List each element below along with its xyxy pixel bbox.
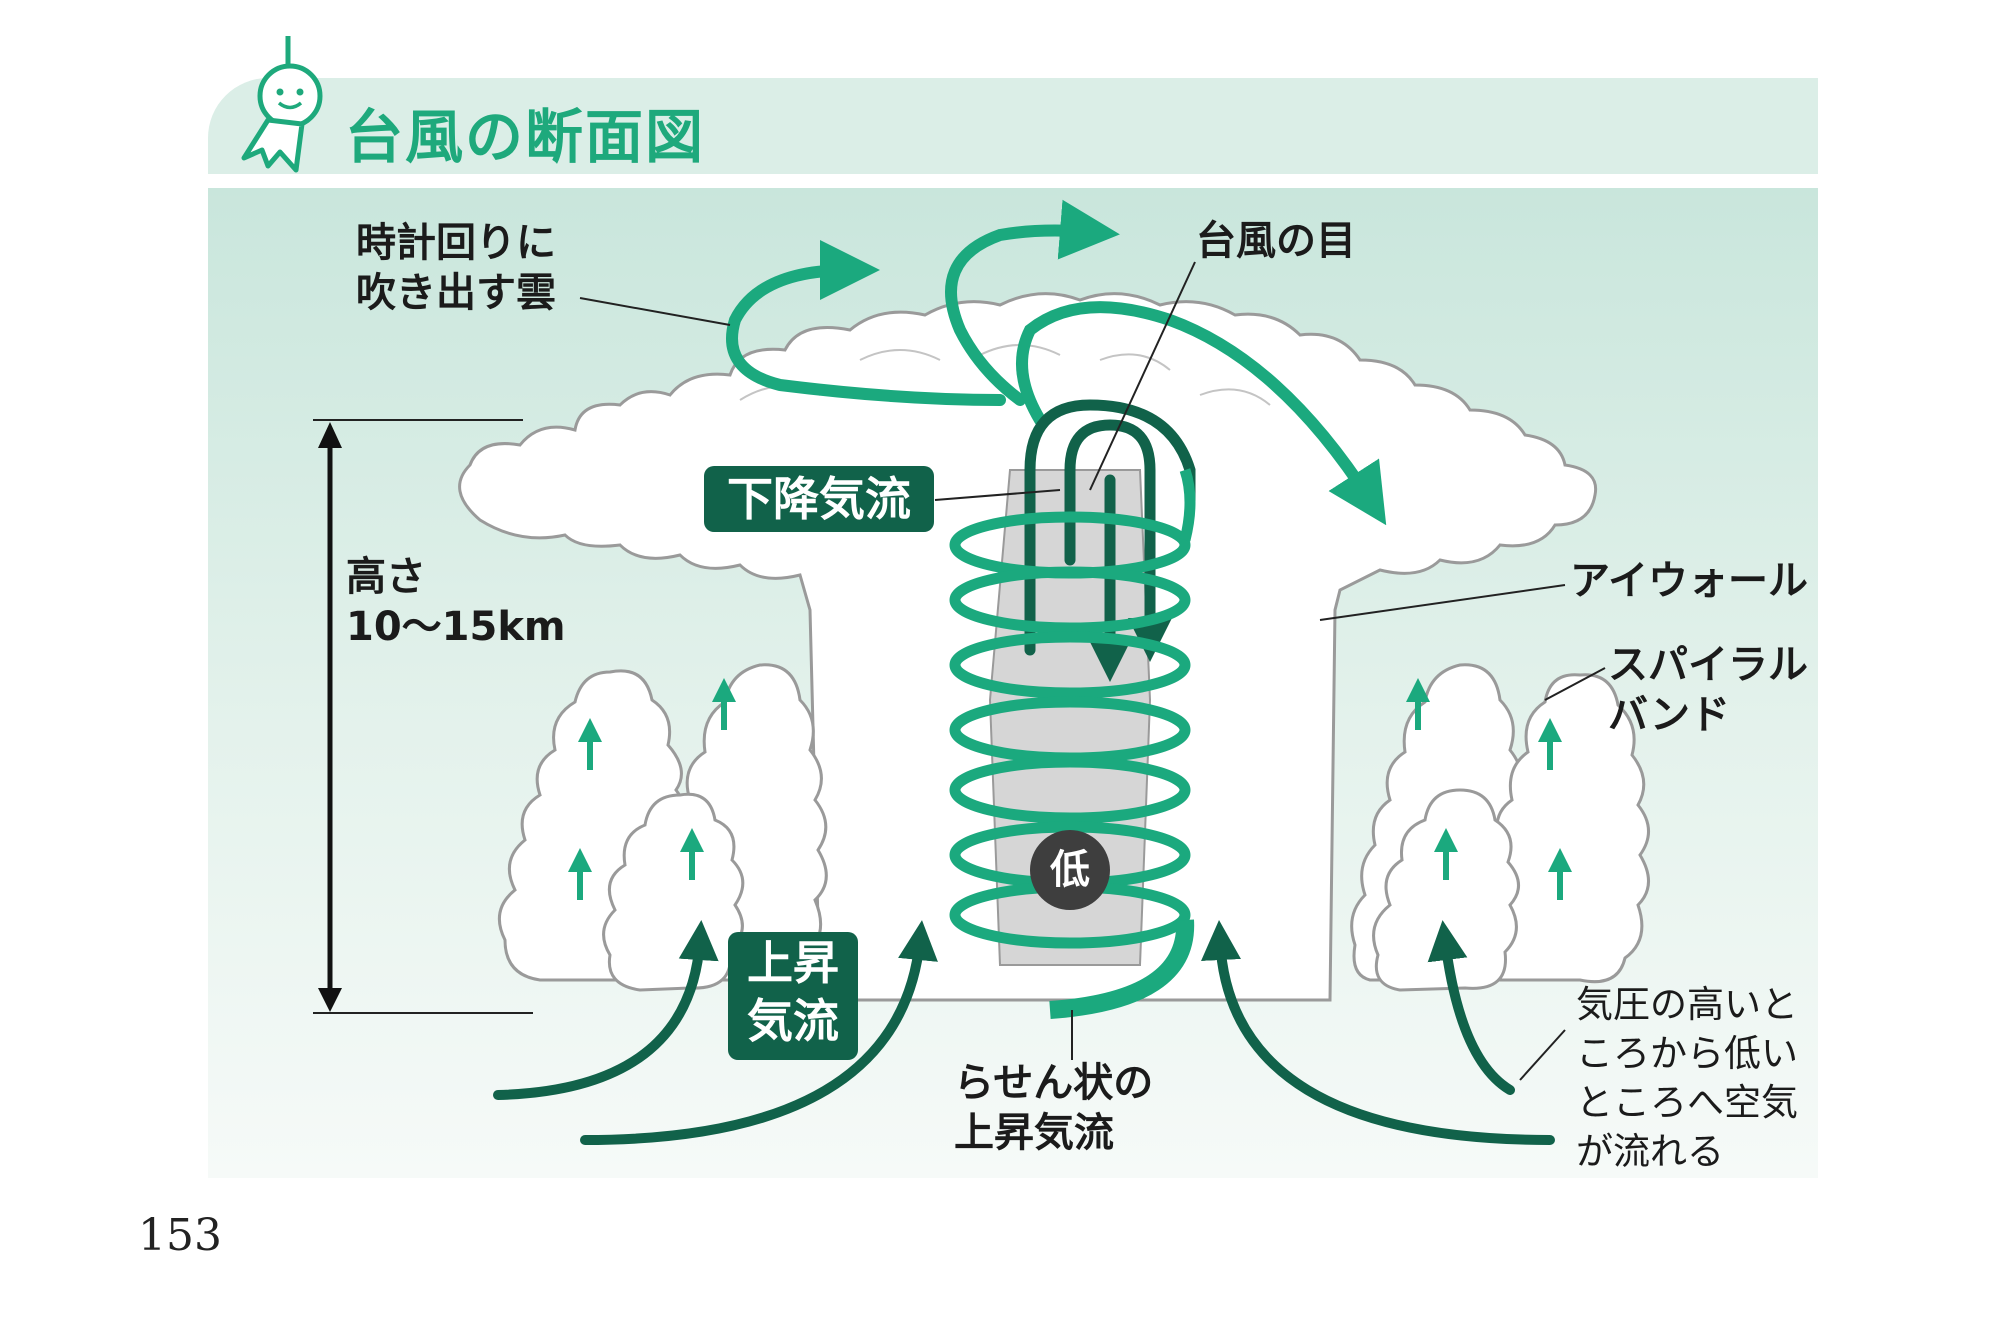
eye-label: 台風の目 (1196, 218, 1356, 264)
spiral-band-clouds-left (497, 663, 1650, 992)
page-number: 153 (138, 1210, 222, 1261)
spiral-updraft-label: らせん状の 上昇気流 (954, 1060, 1154, 1156)
updraft-small-arrows (568, 678, 1572, 900)
eyewall-label: アイウォール (1570, 558, 1808, 604)
low-pressure-marker (1030, 830, 1110, 910)
page-title: 台風の断面図 (345, 103, 706, 171)
spiral-band-label: スパイラル バンド (1608, 642, 1808, 738)
air-flow-label: 気圧の高いと ころから低い ところへ空気 が流れる (1576, 983, 1798, 1173)
height-label: 高さ 10〜15km (346, 554, 566, 650)
low-pressure-label: 低 (1050, 847, 1090, 893)
updraft-label-box: 上昇 気流 (728, 932, 858, 1060)
spiral-updraft (949, 468, 1196, 1019)
outflow-label: 時計回りに 吹き出す雲 (356, 220, 556, 316)
outflow-arrows (726, 199, 1387, 526)
leader-lines (579, 261, 1606, 1081)
title-band (208, 78, 1818, 174)
inflow-arrows (493, 920, 1555, 1145)
downdraft-label-box: 下降気流 (704, 466, 934, 532)
height-dimension (313, 419, 533, 1014)
